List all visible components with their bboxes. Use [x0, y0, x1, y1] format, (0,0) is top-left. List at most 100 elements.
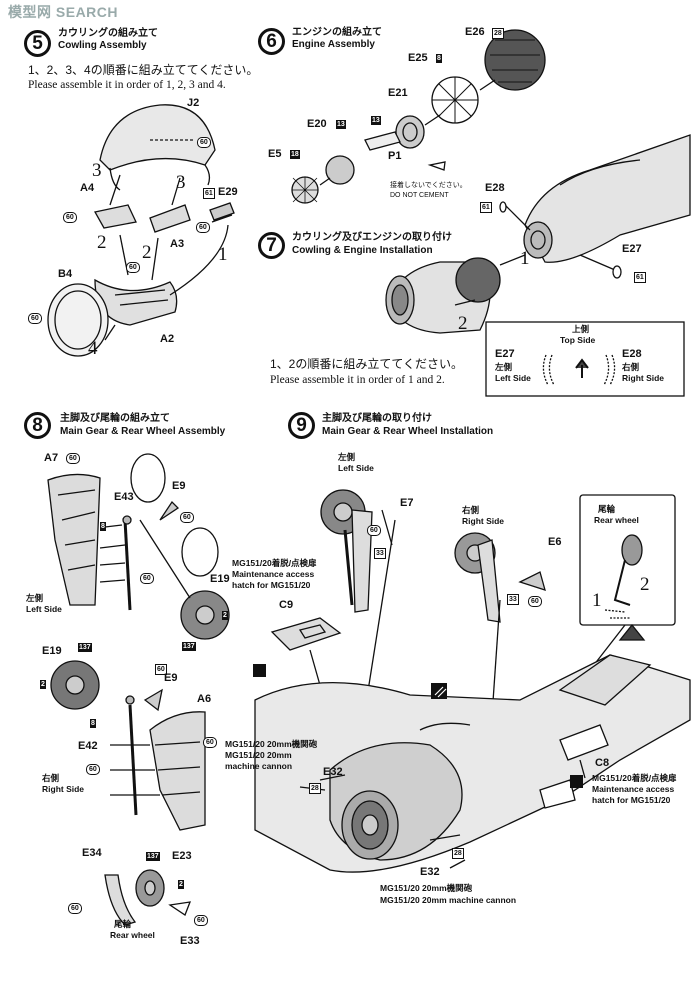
color-badge-18: 18	[290, 150, 300, 159]
step-5-number: 5	[24, 30, 51, 57]
color-badge-61: 61	[634, 272, 646, 283]
watermark: 模型网 SEARCH	[8, 4, 119, 20]
cannon-b-en: MG151/20 20mm machine cannon	[380, 895, 517, 905]
part-label-a6: A6	[197, 693, 212, 705]
hatch-c8-en-2: hatch for MG151/20	[592, 795, 671, 805]
left-side-jp-8: 左側	[26, 593, 44, 603]
color-badge-137: 137	[182, 642, 196, 651]
color-badge-137: 137	[78, 643, 92, 652]
part-label-e26: E26	[465, 26, 485, 38]
sequence-2-right: 2	[142, 242, 152, 263]
color-badge-60: 60	[528, 596, 542, 607]
color-badge-60: 60	[194, 915, 208, 926]
step-9-number: 9	[288, 412, 315, 439]
detail-inset-2-drawing	[181, 527, 219, 577]
cowling-top-j2-drawing	[99, 104, 216, 171]
rear-wheel-jp-9: 尾輪	[598, 504, 616, 514]
top-side-jp: 上側	[572, 324, 590, 334]
hatch-c8-en-1: Maintenance access	[592, 784, 675, 794]
step-9-title-jp: 主脚及び尾輪の取り付け	[322, 413, 432, 424]
left-side-en-8: Left Side	[26, 604, 62, 614]
p1-part-drawing	[427, 161, 446, 171]
color-badge-13: 13	[371, 116, 381, 125]
part-label-e33: E33	[180, 935, 200, 947]
right-side-en-9: Right Side	[462, 516, 505, 526]
step-7-instruction-en: Please assemble it in order of 1 and 2.	[270, 374, 445, 386]
panel-a3-drawing	[149, 204, 191, 233]
part-label-e28-box: E28	[622, 348, 642, 360]
panel-a4-drawing	[93, 204, 137, 229]
step-7-title-en: Cowling & Engine Installation	[292, 245, 433, 256]
color-badge-60: 60	[63, 212, 77, 223]
sequence-1: 1	[218, 244, 228, 265]
top-side-en: Top Side	[560, 335, 596, 345]
step-5-title-jp: カウリングの組み立て	[58, 28, 158, 39]
color-badge-60: 60	[126, 262, 140, 273]
color-badge-2: 2	[178, 880, 184, 889]
crankcase-e21-drawing	[395, 115, 425, 149]
part-label-e34: E34	[82, 847, 102, 859]
part-label-e21: E21	[388, 87, 408, 99]
part-label-e42: E42	[78, 740, 98, 752]
part-label-e28: E28	[485, 182, 505, 194]
color-badge-60: 60	[155, 664, 167, 675]
step-8-title-en: Main Gear & Rear Wheel Assembly	[60, 426, 226, 437]
gear-door-a7-drawing	[47, 473, 101, 606]
part-label-j2: J2	[187, 97, 200, 109]
color-badge-60: 60	[197, 137, 211, 148]
engine-cylinders-e26-drawing	[484, 29, 546, 91]
part-label-e43: E43	[114, 491, 134, 503]
hatch-c9-drawing	[270, 617, 342, 651]
sequence-4: 4	[88, 338, 98, 359]
color-badge-137: 137	[146, 852, 160, 861]
part-label-b4: B4	[58, 268, 73, 280]
hatch-c9-jp: MG151/20着脱/点検扉	[232, 558, 317, 568]
color-badge-60: 60	[86, 764, 100, 775]
color-badge-60: 60	[367, 525, 381, 536]
left-side-jp: 左側	[495, 362, 513, 372]
part-label-a3: A3	[170, 238, 185, 250]
rear-wheel-en-8: Rear wheel	[110, 930, 155, 940]
right-side-en-8: Right Side	[42, 784, 85, 794]
step-9-title-en: Main Gear & Rear Wheel Installation	[322, 426, 494, 437]
part-label-c8: C8	[595, 757, 610, 769]
color-badge-2: 2	[222, 611, 228, 620]
step-5-title-en: Cowling Assembly	[58, 40, 147, 51]
color-badge-13: 13	[336, 120, 346, 129]
part-label-e9-right: E9	[164, 672, 178, 684]
step-8-title-jp: 主脚及び尾輪の組み立て	[60, 413, 170, 424]
side-orientation-box	[485, 321, 685, 397]
color-badge-28: 28	[492, 28, 504, 39]
part-label-e23: E23	[172, 850, 192, 862]
color-badge-8: 8	[100, 522, 106, 531]
part-label-a2: A2	[160, 333, 175, 345]
gear-door-a6-drawing	[149, 711, 206, 831]
part-label-a4: A4	[80, 182, 95, 194]
sequence-3-left: 3	[92, 160, 102, 181]
cannon-a-jp: MG151/20 20mm機関砲	[225, 739, 318, 749]
part-label-e19: E19	[210, 573, 230, 585]
sequence-1: 1	[592, 590, 602, 611]
color-badge-60: 60	[28, 313, 42, 324]
cannon-a-en-2: machine cannon	[225, 761, 293, 771]
color-badge-28: 28	[309, 783, 321, 794]
cannon-b-jp: MG151/20 20mm機関砲	[380, 883, 473, 893]
step-5-instruction-jp: 1、2、3、4の順番に組み立ててください。	[28, 63, 259, 77]
step-6-title-en: Engine Assembly	[292, 39, 375, 50]
part-label-e20: E20	[307, 118, 327, 130]
do-not-cement-en: DO NOT CEMENT	[390, 192, 449, 199]
step-7-title-jp: カウリング及びエンジンの取り付け	[292, 232, 452, 243]
color-badge-60: 60	[196, 222, 210, 233]
color-badge-33: 33	[507, 594, 519, 605]
color-badge-8: 8	[436, 54, 442, 63]
right-side-jp-9: 右側	[462, 505, 480, 515]
step-8-number: 8	[24, 412, 51, 439]
part-label-a7: A7	[44, 452, 59, 464]
right-side-jp-8: 右側	[42, 773, 60, 783]
part-label-e32-b: E32	[420, 866, 440, 878]
sequence-2: 2	[640, 574, 650, 595]
cannon-a-en-1: MG151/20 20mm	[225, 750, 292, 760]
color-badge-60: 60	[203, 737, 217, 748]
